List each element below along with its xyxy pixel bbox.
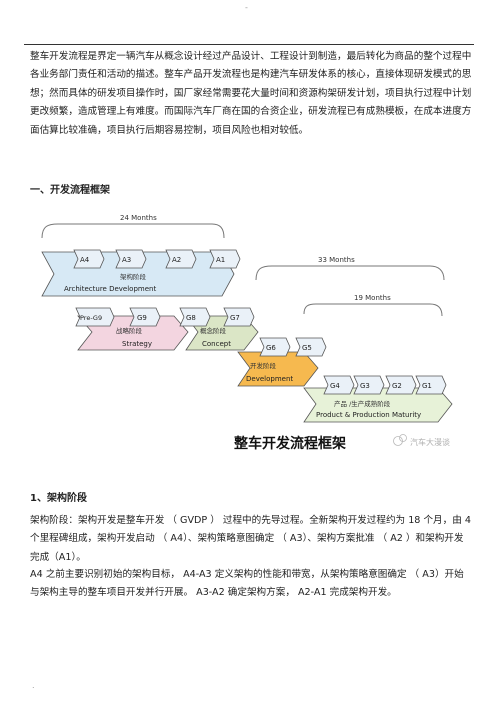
page-top-mark: -: [245, 3, 248, 12]
gate-a3: A3: [115, 249, 147, 269]
svg-text:G6: G6: [266, 344, 276, 352]
gate-a2: A2: [165, 249, 197, 269]
span-bracket-24: 24 Months: [41, 214, 225, 239]
section-title-architecture: 1、架构阶段: [30, 493, 87, 504]
strategy-cn-label: 战略阶段: [116, 326, 143, 335]
gate-g9: G9: [129, 307, 161, 327]
gate-g8: G8: [179, 307, 211, 327]
gate-g5: G5: [295, 337, 327, 357]
intro-paragraph: 整车开发流程是界定一辆汽车从概念设计经过产品设计、工程设计到制造，最后转化为商品…: [30, 51, 472, 136]
prod-en-label: Product & Production Maturity: [316, 411, 421, 419]
page-bottom-mark: .: [32, 681, 35, 690]
gate-g6: G6: [259, 337, 291, 357]
architecture-paragraph-2: A4 之前主要识别初始的架构目标， A4-A3 定义架构的性能和带宽，从架构策略…: [30, 569, 464, 599]
phase-development: 开发阶段 Development: [237, 351, 319, 387]
concept-cn-label: 概念阶段: [200, 326, 227, 335]
gate-g2: G2: [385, 375, 417, 395]
svg-text:A3: A3: [122, 256, 131, 264]
svg-text:G3: G3: [360, 382, 370, 390]
strategy-en-label: Strategy: [122, 340, 152, 348]
span-bracket-33: 33 Months: [255, 256, 445, 281]
prod-cn-label: 产品 /生产成熟阶段: [334, 399, 391, 408]
svg-text:G7: G7: [230, 314, 240, 322]
gate-g7: G7: [223, 307, 255, 327]
gate-pre-g9: Pre-G9: [75, 307, 115, 327]
dev-cn-label: 开发阶段: [250, 361, 277, 370]
span-label-24: 24 Months: [120, 214, 157, 222]
span-label-33: 33 Months: [318, 256, 355, 264]
concept-en-label: Concept: [202, 340, 231, 348]
svg-text:A1: A1: [216, 256, 225, 264]
span-bracket-19: 19 Months: [303, 294, 443, 317]
diagram-caption: 整车开发流程框架: [233, 435, 346, 452]
svg-text:G2: G2: [392, 382, 402, 390]
gate-a4: A4: [73, 249, 105, 269]
svg-text:A2: A2: [172, 256, 181, 264]
dev-en-label: Development: [246, 375, 293, 383]
svg-text:G9: G9: [137, 314, 147, 322]
gate-g3: G3: [353, 375, 385, 395]
arch-cn-label: 架构阶段: [120, 272, 147, 281]
architecture-paragraph-1: 架构阶段：架构开发是整车开发 （ GVDP ） 过程中的先导过程。全新架构开发过…: [30, 515, 471, 563]
watermark-text: 汽车大漫谈: [410, 437, 450, 447]
gate-a1: A1: [209, 249, 241, 269]
development-process-diagram: 24 Months 33 Months 19 Months 架构阶段 Archi…: [34, 204, 460, 462]
svg-text:G8: G8: [186, 314, 196, 322]
svg-text:G5: G5: [302, 344, 312, 352]
svg-text:G4: G4: [330, 382, 340, 390]
section-title-framework: 一、开发流程框架: [30, 185, 110, 196]
span-label-19: 19 Months: [354, 294, 391, 302]
svg-text:A4: A4: [80, 256, 90, 264]
gate-g1: G1: [415, 375, 447, 395]
watermark-logo: 汽车大漫谈: [393, 434, 450, 447]
gate-g4: G4: [323, 375, 355, 395]
svg-text:G1: G1: [422, 382, 432, 390]
svg-text:Pre-G9: Pre-G9: [80, 314, 102, 322]
arch-en-label: Architecture Development: [64, 285, 156, 293]
header-rule: [24, 44, 474, 45]
